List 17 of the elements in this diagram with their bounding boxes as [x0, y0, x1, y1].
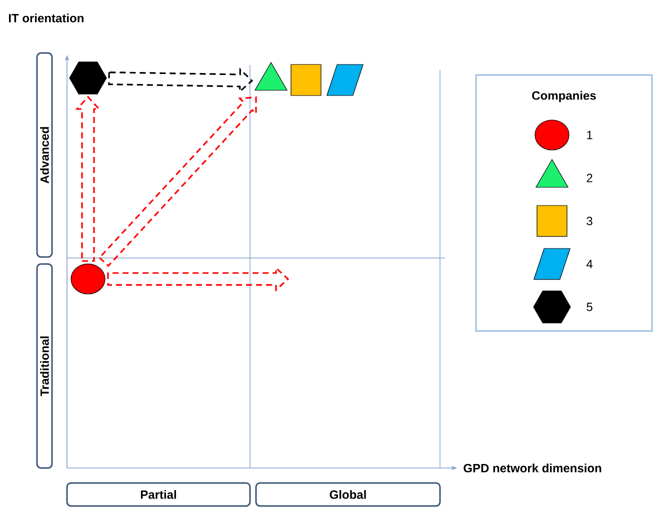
- category-box: Global: [255, 482, 441, 507]
- legend-label: 3: [586, 216, 592, 226]
- category-box: Advanced: [36, 52, 53, 258]
- block-arrow: [108, 68, 254, 94]
- hexagon-marker: [69, 62, 107, 94]
- category-box: Partial: [66, 482, 251, 507]
- legend-label: 4: [586, 260, 593, 268]
- axis-label: IT orientation: [9, 14, 84, 22]
- legend-label: 2: [586, 174, 592, 182]
- square-marker: [290, 64, 322, 96]
- legend-label: 5: [586, 302, 592, 312]
- category-box: Traditional: [36, 263, 53, 469]
- legend-label: 1: [587, 130, 592, 140]
- block-arrow: [107, 266, 290, 292]
- circle-marker: [70, 264, 106, 294]
- block-arrow: [75, 96, 101, 262]
- axis-label: GPD network dimension: [464, 464, 602, 472]
